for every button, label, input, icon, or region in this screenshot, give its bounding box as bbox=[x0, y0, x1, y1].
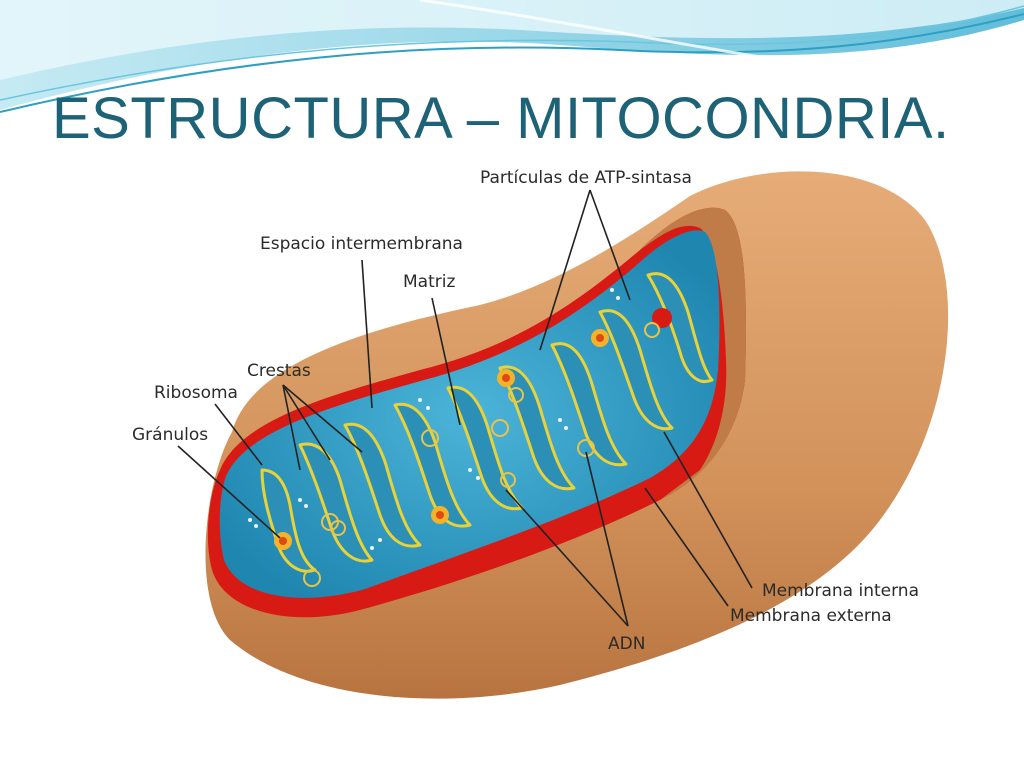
ribosome-dots bbox=[248, 288, 620, 550]
label-matrix: Matriz bbox=[403, 272, 455, 292]
label-inner-membrane: Membrana interna bbox=[762, 581, 919, 601]
label-intermembrane-space: Espacio intermembrana bbox=[260, 234, 463, 254]
slide-title: ESTRUCTURA – MITOCONDRIA. bbox=[52, 86, 950, 151]
dna-rings bbox=[303, 322, 660, 587]
cut-face bbox=[640, 207, 746, 500]
label-atp-synthase: Partículas de ATP-sintasa bbox=[480, 168, 692, 188]
label-granules: Gránulos bbox=[132, 425, 208, 445]
label-cristae: Crestas bbox=[247, 361, 311, 381]
label-ribosome: Ribosoma bbox=[154, 383, 238, 403]
leader-lines bbox=[177, 189, 753, 627]
granules bbox=[274, 308, 672, 550]
label-outer-membrane: Membrana externa bbox=[730, 606, 892, 626]
cristae-group bbox=[260, 272, 714, 573]
label-dna: ADN bbox=[608, 634, 645, 654]
header-wave-decoration bbox=[0, 0, 1024, 113]
